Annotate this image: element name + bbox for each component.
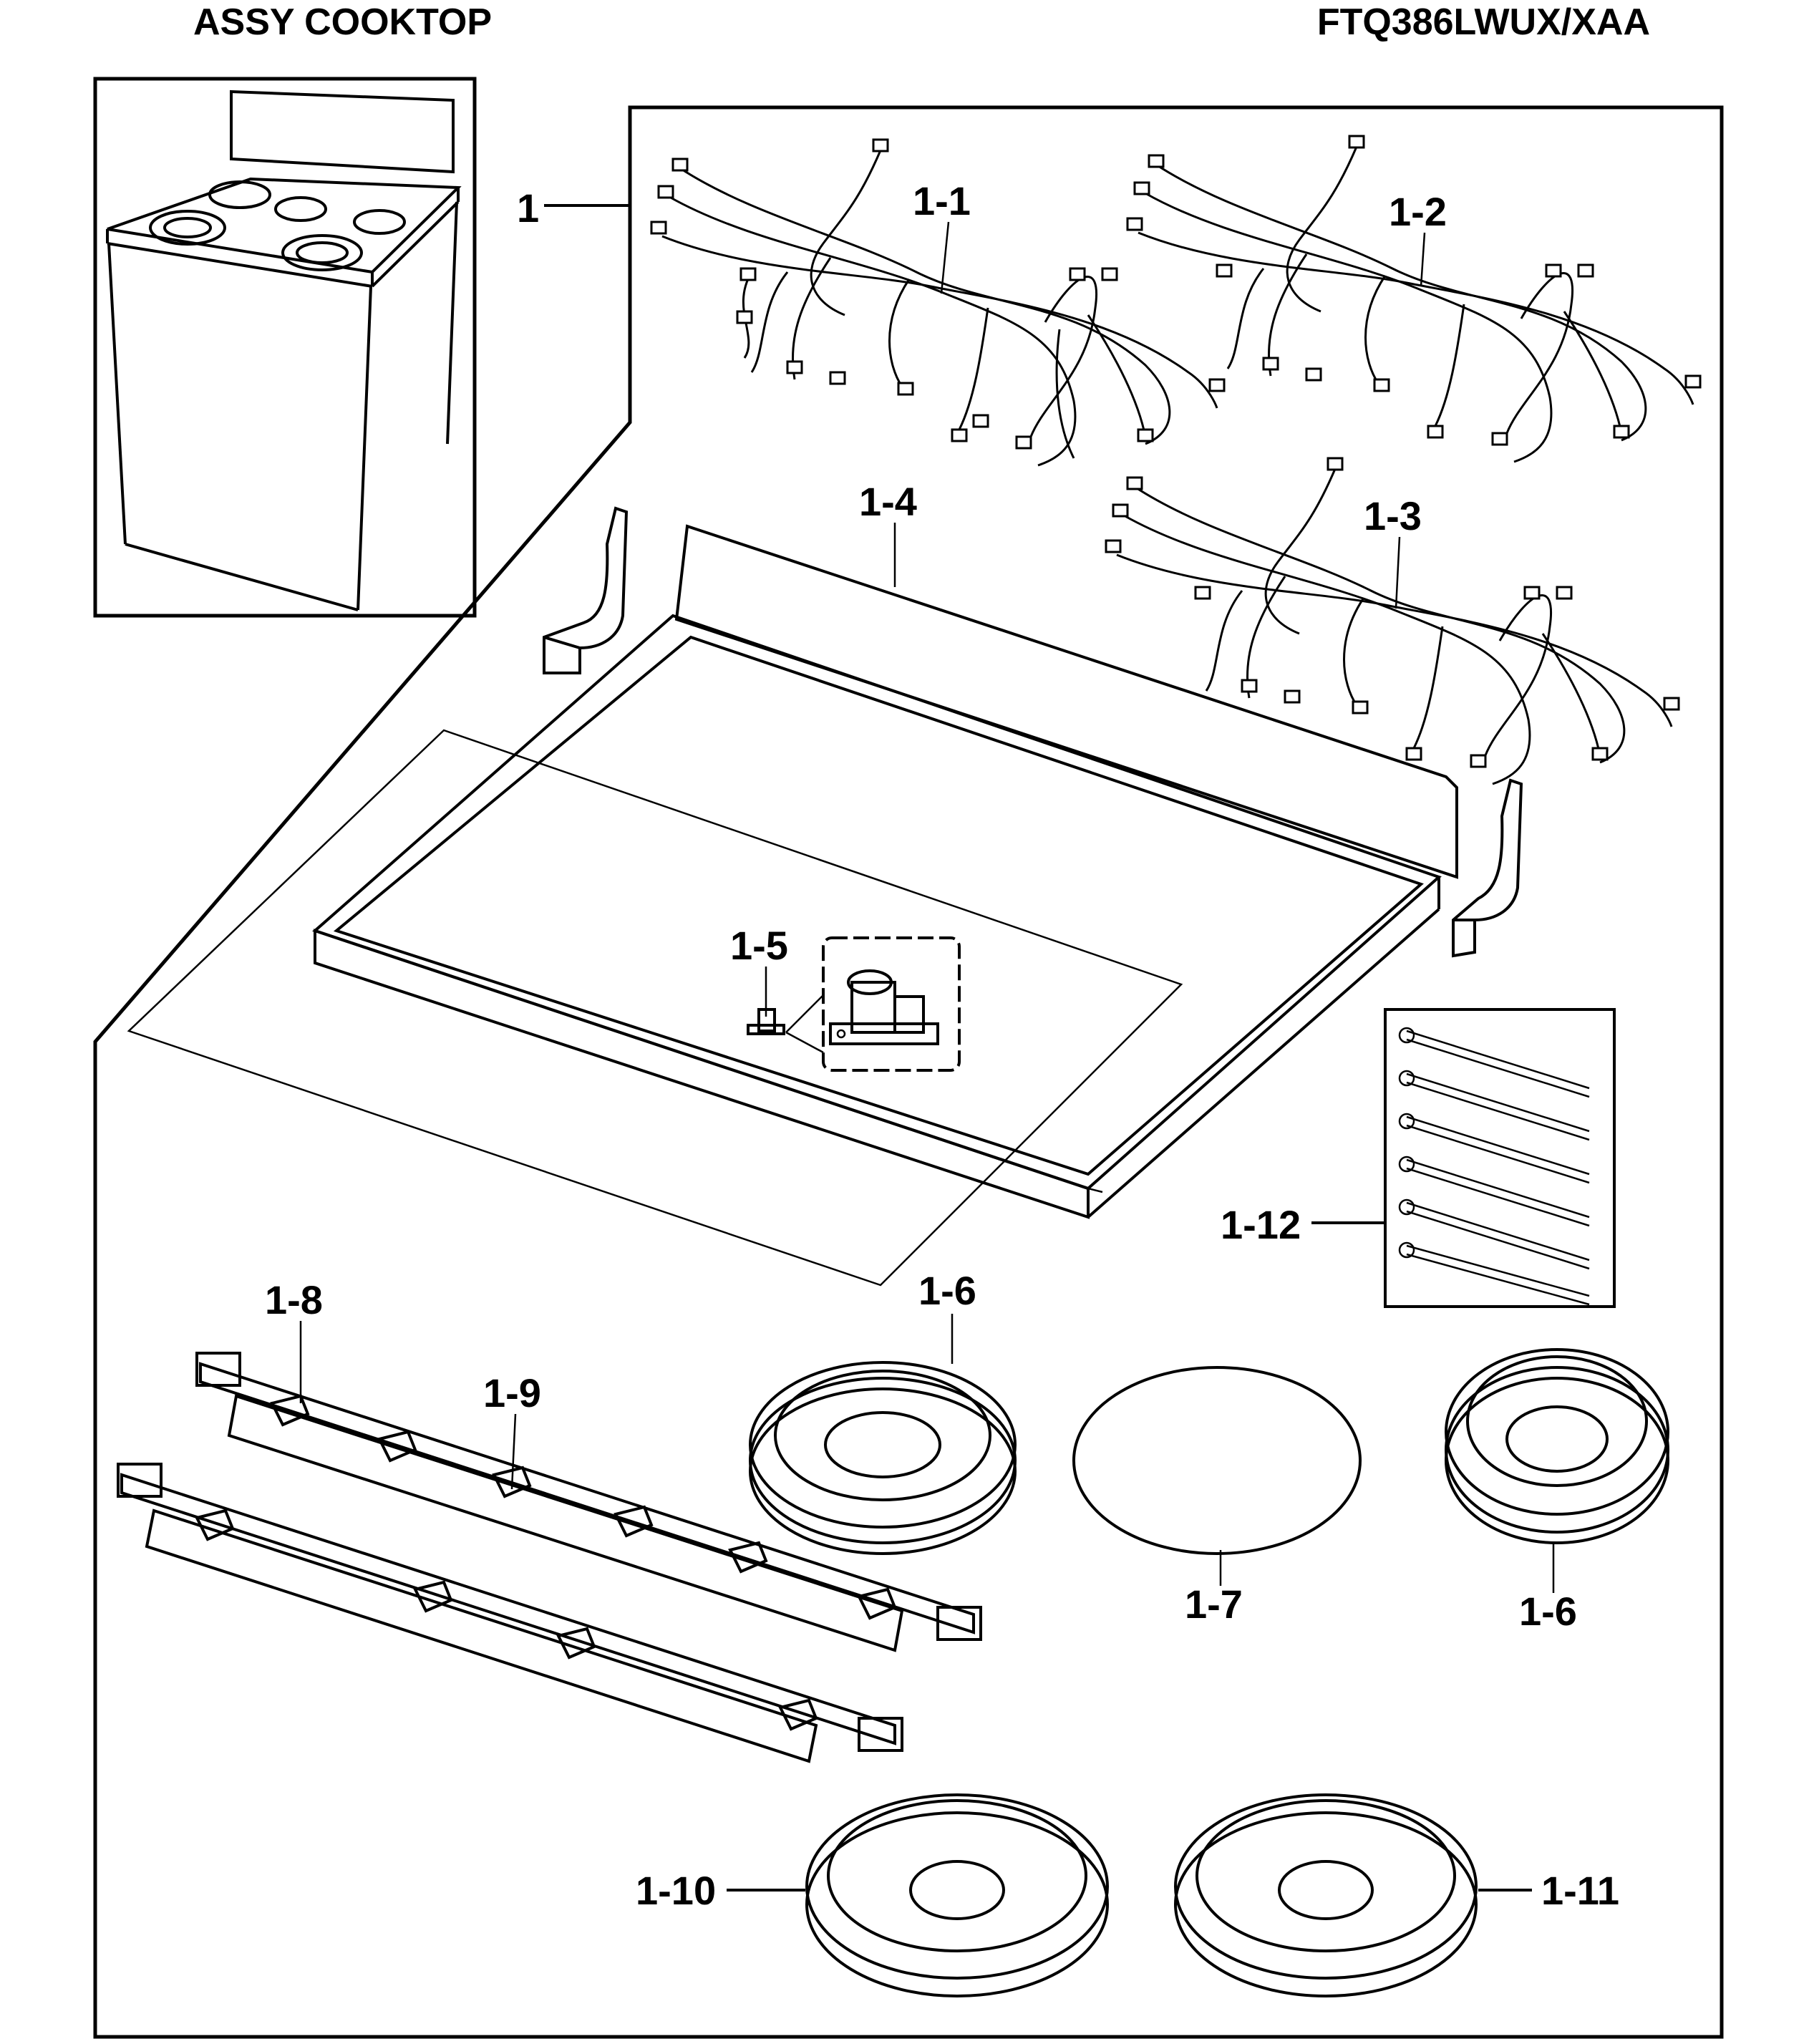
cable-ties-box (1384, 1008, 1616, 1308)
bracket-rail-upper (195, 1352, 982, 1652)
callout-1-10: 1-10 (636, 1868, 716, 1913)
wire-harness-1-1 (650, 138, 1226, 467)
burner-ring-left (749, 1361, 1017, 1555)
model-number: FTQ386LWUX/XAA (1316, 1, 1650, 43)
callout-1-5: 1-5 (730, 923, 788, 968)
callout-1-8: 1-8 (265, 1277, 323, 1322)
callout-1-4: 1-4 (859, 479, 917, 524)
callout-1: 1 (517, 185, 539, 231)
wire-harness-1-2 (1126, 135, 1702, 463)
glass-panel (127, 729, 1183, 1287)
callout-1-7: 1-7 (1185, 1582, 1243, 1627)
assembly-outline (93, 105, 1724, 2039)
range-thumbnail (93, 77, 477, 618)
callout-1-3: 1-3 (1364, 493, 1422, 538)
bracket-rail-lower (117, 1463, 903, 1763)
ring-large-right (1174, 1793, 1478, 1997)
callout-1-11: 1-11 (1541, 1868, 1619, 1913)
callout-1-12: 1-12 (1221, 1202, 1301, 1247)
side-bracket-left (543, 506, 629, 674)
callout-1-1: 1-1 (913, 178, 971, 223)
callout-1-6-left: 1-6 (918, 1268, 976, 1313)
callout-1-6-right: 1-6 (1519, 1589, 1577, 1634)
cooktop-frame (312, 524, 1458, 1219)
side-bracket-right (1452, 778, 1523, 958)
wire-harness-1-3 (1105, 457, 1680, 785)
ring-large-left (805, 1793, 1109, 1997)
switch-detail-box (822, 936, 961, 1072)
burner-ring-right (1445, 1348, 1669, 1544)
switch-small (747, 1008, 785, 1035)
diagram-title: ASSY COOKTOP (193, 1, 493, 43)
callout-1-2: 1-2 (1389, 189, 1447, 234)
glass-disc (1072, 1366, 1362, 1555)
callout-1-9: 1-9 (483, 1370, 541, 1415)
